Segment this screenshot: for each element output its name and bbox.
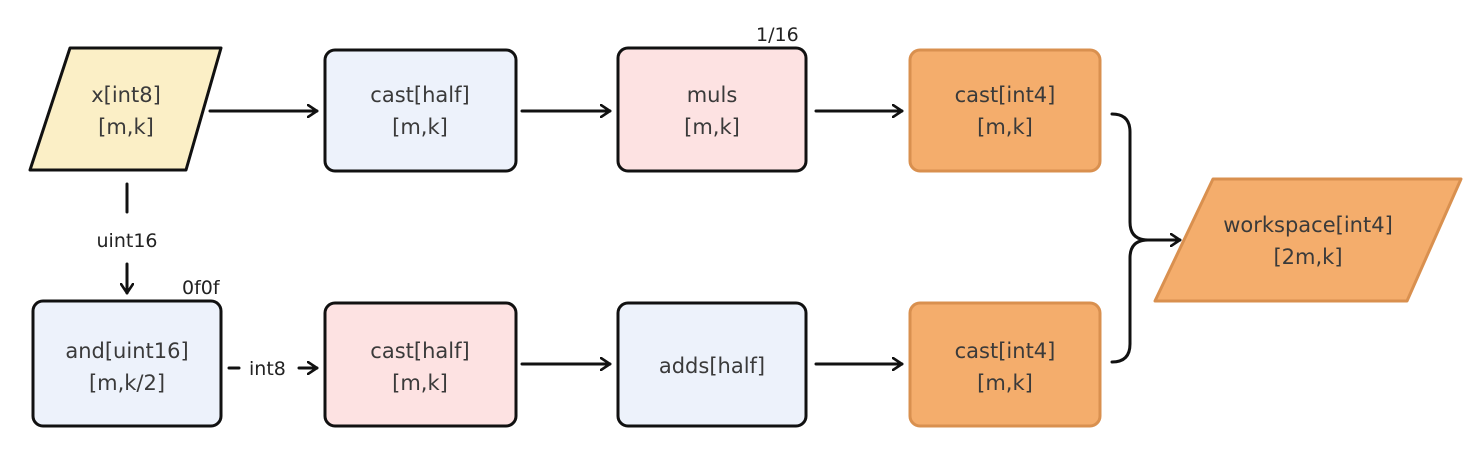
adds-half-label: adds[half] xyxy=(659,354,765,378)
adds-half-node: adds[half] xyxy=(616,301,808,428)
cast-half-bottom-node: cast[half] [m,k] xyxy=(323,301,518,428)
cast-int4-bottom-shape: [m,k] xyxy=(977,371,1033,395)
muls-scalar-annotation: 1/16 xyxy=(756,24,799,46)
cast-int4-bottom-node: cast[int4] [m,k] xyxy=(908,301,1102,428)
uint16-edge-label: uint16 xyxy=(97,230,158,252)
cast-half-top-shape: [m,k] xyxy=(392,115,448,139)
x-int8-label: x[int8] xyxy=(91,83,161,107)
x-int8-input-node: x[int8] [m,k] xyxy=(28,46,223,172)
cast-int4-bottom-label: cast[int4] xyxy=(955,339,1056,363)
x-int8-shape: [m,k] xyxy=(98,115,154,139)
muls-label: muls xyxy=(687,83,738,107)
and-uint16-node: and[uint16] [m,k/2] xyxy=(31,299,223,428)
cast-int4-top-node: cast[int4] [m,k] xyxy=(908,48,1102,173)
merge-bracket-bottom xyxy=(1110,238,1150,364)
workspace-int4-output-node: workspace[int4] [2m,k] xyxy=(1153,177,1463,303)
workspace-label: workspace[int4] xyxy=(1223,213,1393,237)
cast-int4-top-shape: [m,k] xyxy=(977,115,1033,139)
and-uint16-shape: [m,k/2] xyxy=(89,371,165,395)
and-uint16-label: and[uint16] xyxy=(65,339,188,363)
int8-edge-label: int8 xyxy=(249,358,286,380)
muls-shape: [m,k] xyxy=(684,115,740,139)
cast-half-bottom-shape: [m,k] xyxy=(392,371,448,395)
cast-half-top-label: cast[half] xyxy=(370,83,469,107)
cast-half-bottom-label: cast[half] xyxy=(370,339,469,363)
muls-node: muls [m,k] xyxy=(616,46,808,173)
workspace-shape: [2m,k] xyxy=(1273,245,1342,269)
cast-int4-top-label: cast[int4] xyxy=(955,83,1056,107)
and-mask-annotation: 0f0f xyxy=(182,277,221,299)
merge-bracket-top xyxy=(1110,112,1150,242)
cast-half-top-node: cast[half] [m,k] xyxy=(323,48,518,173)
